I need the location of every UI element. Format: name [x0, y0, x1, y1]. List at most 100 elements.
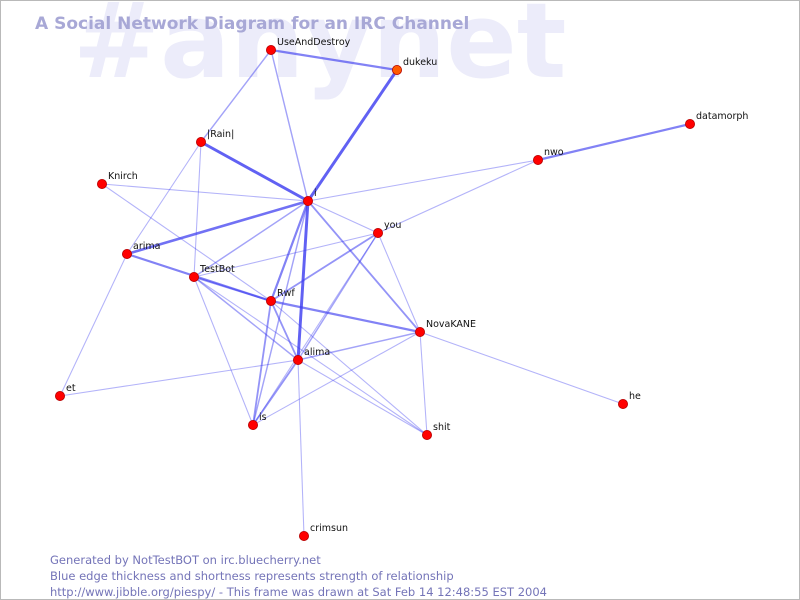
edge-nwo-you	[377, 159, 539, 234]
node-label: is	[259, 412, 267, 423]
node-dot	[122, 248, 133, 259]
node-label: TestBot	[199, 264, 235, 275]
edge-datamorph-nwo	[536, 122, 692, 162]
node-dot	[55, 390, 66, 401]
node-label: |Rain|	[207, 129, 234, 140]
node-layer: UseAndDestroy dukeku datamorph nwo |Rain| Kni…	[55, 37, 748, 542]
node-i: i	[302, 188, 317, 206]
edge-alima-shit	[297, 359, 428, 436]
node-label: i	[314, 188, 317, 199]
edge-knirch-i	[101, 183, 309, 202]
node-dot	[533, 154, 544, 165]
node-label: alima	[304, 347, 330, 358]
edge-rwf-shit	[270, 300, 428, 436]
node-label: crimsun	[310, 523, 348, 534]
edge-nwo-i	[307, 159, 539, 202]
node-dukeku: dukeku	[391, 57, 437, 76]
footer-legend: Blue edge thickness and shortness repres…	[50, 569, 454, 583]
node-dot	[391, 65, 402, 76]
edge-rain-i	[199, 140, 310, 203]
edge-i-you	[307, 200, 379, 234]
edge-testbot-shit	[193, 276, 428, 436]
node-label: you	[384, 220, 401, 231]
node-you: you	[372, 220, 401, 238]
node-dot	[298, 531, 309, 542]
edge-rwf-alima	[270, 300, 299, 361]
edge-dukeku-i	[306, 68, 399, 203]
edge-knirch-rwf	[101, 183, 272, 302]
edge-rwf-novakane	[269, 299, 422, 334]
node-shit: shit	[421, 422, 451, 440]
edge-you-alima	[297, 232, 379, 361]
edge-testbot-rwf	[193, 276, 272, 302]
node-datamorph: datamorph	[685, 111, 748, 130]
node-he: he	[618, 391, 641, 409]
node-useanddestroy: UseAndDestroy	[265, 37, 351, 56]
node-label: he	[629, 391, 641, 402]
node-testbot: TestBot	[188, 264, 235, 282]
node-is: is	[247, 412, 267, 430]
edge-i-novakane	[307, 200, 421, 333]
node-label: UseAndDestroy	[277, 37, 351, 48]
node-dot	[292, 354, 303, 365]
edge-i-testbot	[193, 200, 309, 278]
node-dot	[421, 429, 432, 440]
node-label: datamorph	[696, 111, 748, 122]
edge-alima-crimsun	[297, 359, 305, 537]
node-label: arima	[133, 241, 160, 252]
node-rain: |Rain|	[195, 129, 234, 147]
node-dot	[372, 227, 383, 238]
node-label: et	[66, 383, 76, 394]
footer-generated: Generated by NotTestBOT on irc.bluecherr…	[50, 553, 321, 567]
edge-you-novakane	[377, 232, 421, 333]
node-crimsun: crimsun	[298, 523, 348, 542]
channel-watermark: #anynet	[73, 1, 566, 102]
edge-testbot-is	[193, 276, 254, 426]
edge-useanddestroy-dukeku	[269, 48, 399, 72]
diagram-title: A Social Network Diagram for an IRC Chan…	[35, 14, 469, 34]
edge-alima-is	[252, 359, 299, 426]
edge-useanddestroy-rain	[200, 49, 272, 143]
node-dot	[195, 136, 206, 147]
node-dot	[302, 195, 313, 206]
node-nwo: nwo	[533, 147, 564, 165]
node-et: et	[55, 383, 76, 401]
edge-rain-testbot	[193, 141, 202, 278]
edge-novakane-he	[419, 331, 624, 405]
node-dot	[97, 178, 108, 189]
node-dot	[618, 398, 629, 409]
edge-layer	[59, 48, 692, 537]
edge-arima-et	[59, 253, 128, 397]
edge-novakane-shit	[419, 331, 428, 436]
edge-i-arima	[125, 199, 310, 256]
node-alima: alima	[292, 347, 330, 365]
node-dot	[685, 119, 696, 130]
edge-rwf-is	[252, 300, 272, 426]
footer-url: http://www.jibble.org/piespy/ - This fra…	[50, 585, 547, 599]
node-arima: arima	[122, 241, 160, 259]
edge-i-is	[252, 200, 309, 426]
edge-i-rwf	[269, 199, 310, 303]
node-label: Knirch	[108, 171, 138, 182]
node-dot	[247, 419, 258, 430]
node-rwf: Rwf	[265, 288, 295, 306]
edge-useanddestroy-i	[270, 49, 309, 202]
edge-novakane-alima	[297, 331, 421, 361]
node-dot	[265, 45, 276, 56]
edge-you-rwf	[270, 232, 379, 302]
edge-testbot-alima	[193, 276, 299, 361]
node-label: nwo	[544, 147, 564, 158]
edge-rain-arima	[126, 141, 202, 255]
edge-novakane-is	[252, 331, 421, 426]
node-label: NovaKANE	[426, 319, 476, 330]
edge-you-testbot	[193, 232, 379, 278]
node-label: dukeku	[403, 57, 437, 68]
node-novakane: NovaKANE	[414, 319, 476, 337]
node-label: Rwf	[277, 288, 295, 299]
node-label: shit	[433, 422, 451, 433]
edge-you-is	[252, 232, 379, 426]
node-dot	[414, 326, 425, 337]
node-dot	[188, 271, 199, 282]
